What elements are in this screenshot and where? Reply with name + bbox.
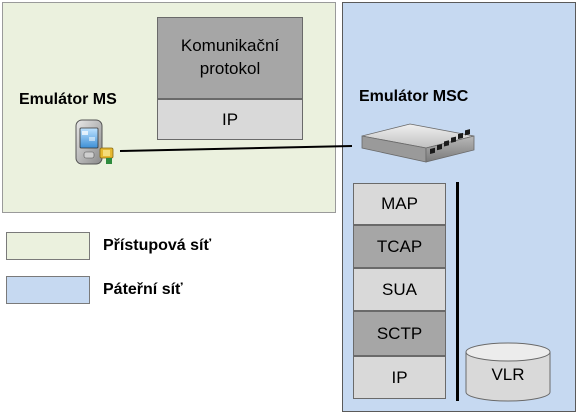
ms-ip-label: IP (221, 109, 239, 129)
ms-emulator-label: Emulátor MS (19, 91, 117, 108)
msc-map-label: MAP (381, 194, 418, 213)
network-switch-icon (361, 123, 475, 163)
ms-protocol-layer: Komunikační protokol (157, 17, 303, 99)
msc-ip-layer: IP (353, 356, 446, 399)
ms-ip-layer: IP (157, 99, 303, 140)
msc-sua-label: SUA (382, 279, 417, 299)
msc-emulator-label: Emulátor MSC (359, 88, 469, 105)
msc-sctp-layer: SCTP (353, 311, 446, 356)
msc-tcap-layer: TCAP (353, 225, 446, 268)
separator-line (456, 182, 459, 401)
legend-core-swatch (6, 276, 90, 304)
msc-ip-label: IP (391, 367, 408, 387)
msc-sua-layer: SUA (353, 268, 446, 311)
vlr-label: VLR (491, 365, 525, 384)
legend-access-swatch (6, 232, 90, 260)
msc-map-layer: MAP (353, 183, 446, 225)
vlr-database-icon (465, 342, 551, 402)
pda-phone-icon (75, 119, 114, 165)
legend-core-label: Páteřní síť (103, 281, 183, 298)
msc-tcap-label: TCAP (376, 236, 423, 256)
ms-protocol-label: Komunikační protokol (180, 36, 280, 78)
legend-access-label: Přístupová síť (103, 237, 212, 254)
msc-sctp-label: SCTP (376, 323, 423, 343)
